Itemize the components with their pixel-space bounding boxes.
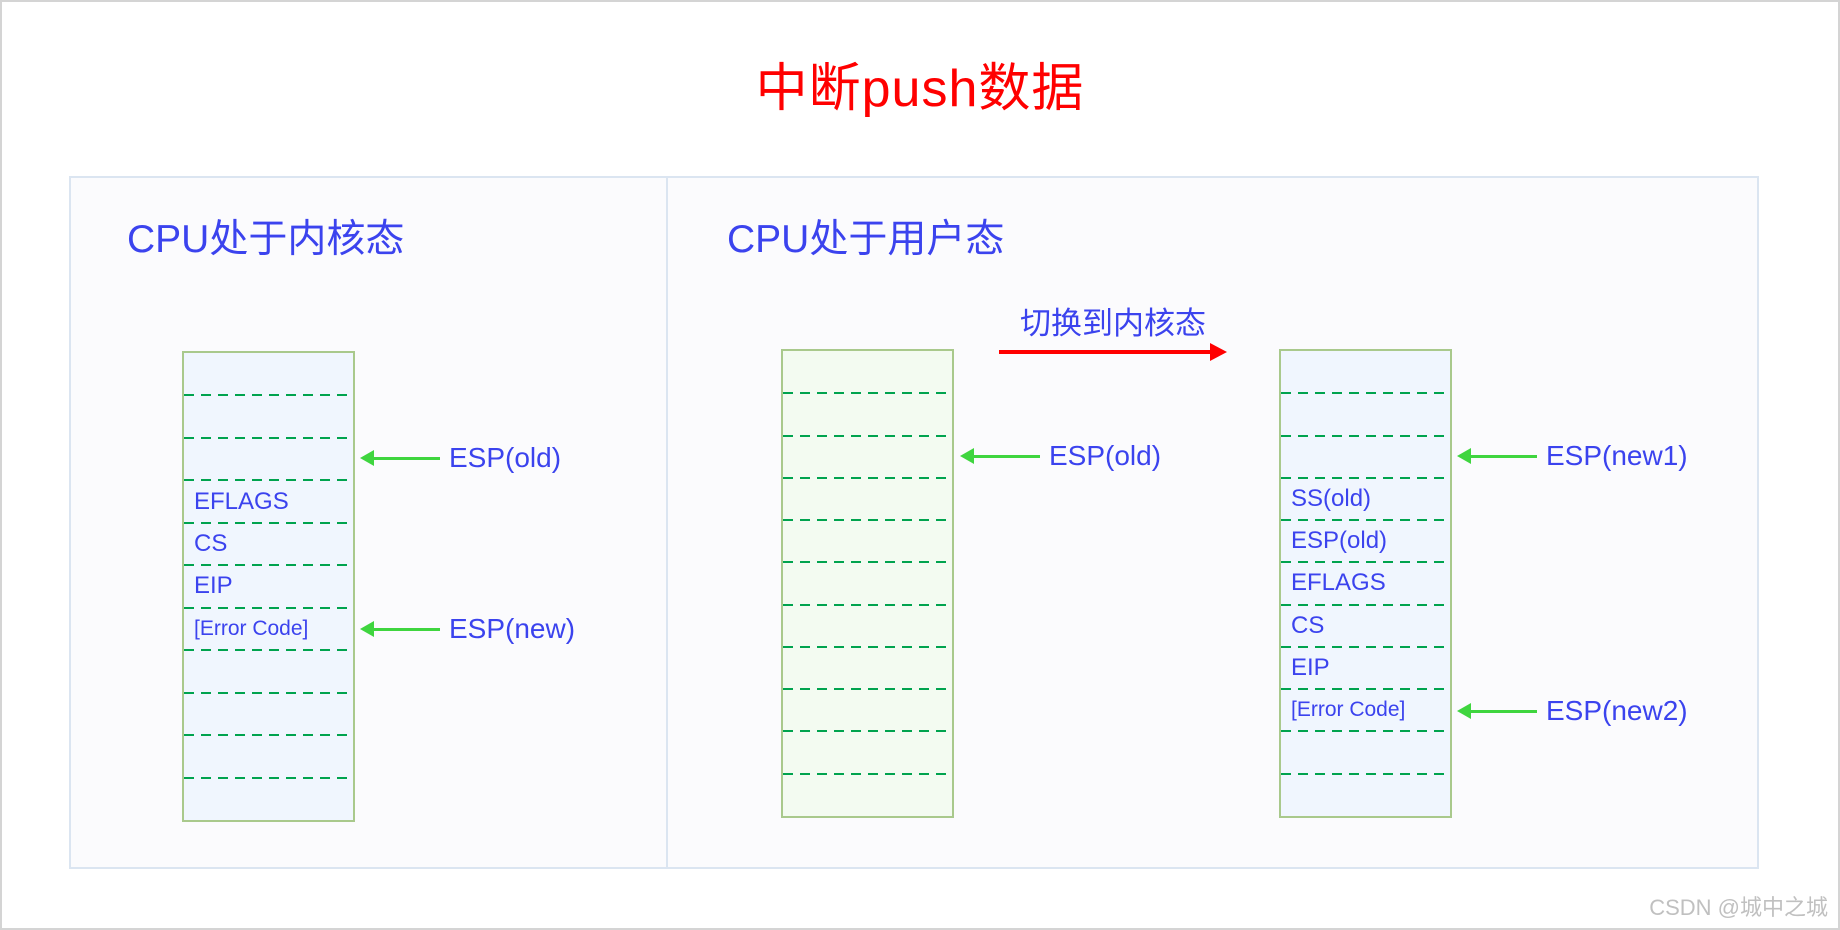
stack-cell xyxy=(783,478,952,522)
arrow-left-icon xyxy=(1457,703,1471,719)
esp-new1-label: ESP(new1) xyxy=(1546,440,1688,471)
stack-cell xyxy=(184,735,353,780)
stack-cell: [Error Code] xyxy=(1281,689,1450,733)
arrow-left-icon xyxy=(1457,448,1471,464)
watermark: CSDN @城中之城 xyxy=(1649,895,1828,920)
stack-cell xyxy=(783,436,952,480)
arrow-shaft xyxy=(999,350,1210,354)
stack-cell xyxy=(1281,436,1450,480)
stack-cell: CS xyxy=(184,523,353,567)
esp-old-arrow: ESP(old) xyxy=(960,440,1161,471)
stack-cell xyxy=(783,774,952,816)
stack-cell: EFLAGS xyxy=(1281,562,1450,606)
stack-cell xyxy=(783,562,952,606)
stack-cell: CS xyxy=(1281,605,1450,649)
stack-cell: EIP xyxy=(1281,647,1450,691)
esp-new2-label: ESP(new2) xyxy=(1546,695,1688,726)
esp-old-arrow: ESP(old) xyxy=(360,442,561,473)
page-title: 中断push数据 xyxy=(755,60,1085,118)
arrow-shaft xyxy=(1471,709,1537,713)
arrow-left-icon xyxy=(360,450,374,466)
stack-cell xyxy=(783,605,952,649)
user-stack xyxy=(781,349,954,818)
stack-cell xyxy=(184,438,353,482)
stack-cell xyxy=(184,693,353,737)
stack-cell xyxy=(1281,351,1450,395)
arrow-shaft xyxy=(974,454,1040,458)
esp-old-label: ESP(old) xyxy=(1049,440,1162,471)
arrow-right-icon xyxy=(1210,343,1227,361)
stack-cell: ESP(old) xyxy=(1281,520,1450,564)
stack-cell xyxy=(184,650,353,695)
esp-new1-arrow: ESP(new1) xyxy=(1457,440,1688,471)
stack-cell xyxy=(783,647,952,691)
stack-cell xyxy=(184,395,353,440)
stack-cell xyxy=(1281,393,1450,437)
stack-cell xyxy=(783,731,952,775)
arrow-left-icon xyxy=(960,448,974,464)
stack-cell xyxy=(783,351,952,395)
arrow-shaft xyxy=(374,627,440,631)
switch-arrow xyxy=(999,343,1227,361)
arrow-left-icon xyxy=(360,621,374,637)
panel-user-title: CPU处于用户态 xyxy=(727,218,1005,261)
switch-to-kernel-label: 切换到内核态 xyxy=(1020,306,1206,341)
arrow-shaft xyxy=(374,456,440,460)
esp-new2-arrow: ESP(new2) xyxy=(1457,695,1688,726)
stack-cell: [Error Code] xyxy=(184,608,353,652)
arrow-shaft xyxy=(1471,454,1537,458)
esp-new-arrow: ESP(new) xyxy=(360,613,575,644)
stack-cell xyxy=(783,689,952,733)
panel-user-mode: CPU处于用户态 ESP(old) 切换到内核态 SS(old)ESP(old)… xyxy=(666,178,1757,867)
stack-cell: SS(old) xyxy=(1281,478,1450,522)
stack-cell xyxy=(783,393,952,437)
esp-old-label: ESP(old) xyxy=(449,442,562,473)
stack-cell xyxy=(1281,774,1450,816)
panel-kernel-title: CPU处于内核态 xyxy=(127,218,405,261)
esp-new-label: ESP(new) xyxy=(449,613,576,644)
stack-cell xyxy=(783,520,952,564)
stack-cell: EIP xyxy=(184,565,353,610)
stack-cell xyxy=(184,353,353,397)
stack-cell: EFLAGS xyxy=(184,480,353,525)
stack-cell xyxy=(1281,731,1450,775)
stack-cell xyxy=(184,778,353,820)
